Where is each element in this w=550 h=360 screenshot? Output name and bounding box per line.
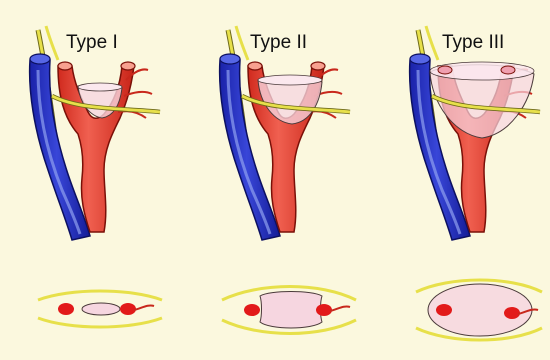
- tumor-cross-section: [260, 292, 322, 329]
- external-carotid-opening: [438, 66, 452, 74]
- external-carotid-opening: [58, 62, 72, 70]
- artery-cross-section: [244, 304, 260, 316]
- panel-title: Type III: [442, 32, 504, 53]
- artery-cross-section: [58, 303, 74, 315]
- external-carotid-opening: [248, 62, 262, 70]
- internal-carotid-opening: [501, 66, 515, 74]
- internal-carotid-opening: [121, 62, 135, 70]
- artery-cross-section: [436, 304, 452, 316]
- tumor-cross-section: [82, 303, 120, 315]
- tumor-top: [258, 75, 322, 85]
- tumor-top: [78, 83, 122, 91]
- jugular-vein-opening: [410, 54, 430, 64]
- artery-cross-section: [316, 304, 332, 316]
- artery-cross-section: [120, 303, 136, 315]
- panel-title: Type I: [66, 32, 118, 53]
- jugular-vein-opening: [30, 54, 50, 64]
- internal-carotid-opening: [311, 62, 325, 70]
- artery-cross-section: [504, 307, 520, 319]
- jugular-vein-opening: [220, 54, 240, 64]
- panel-title: Type II: [250, 32, 307, 53]
